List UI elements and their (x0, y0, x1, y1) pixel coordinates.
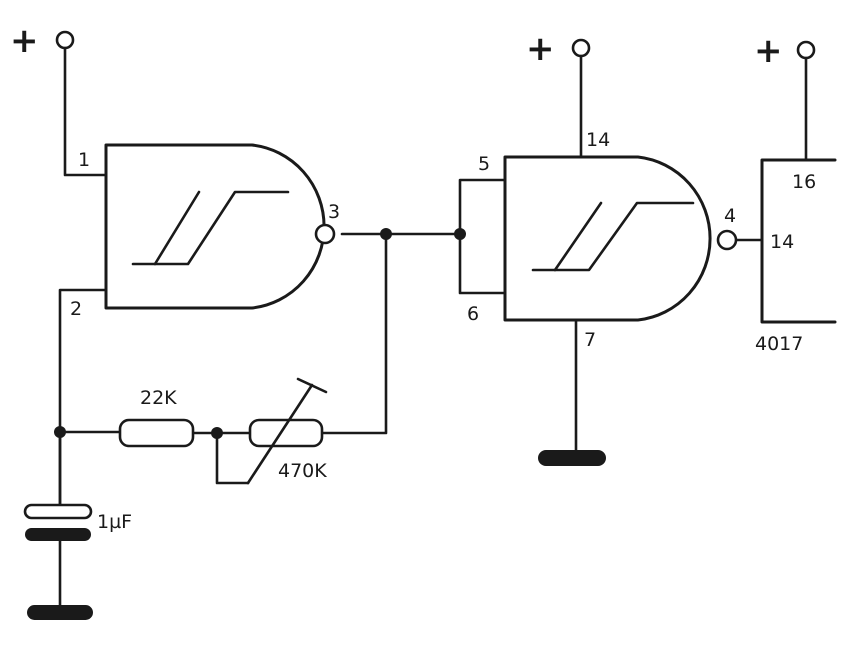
resistor-body (248, 418, 324, 448)
potentiometer-470k: 470K (246, 377, 328, 485)
pin-label: 7 (584, 329, 596, 351)
junction-dots (54, 228, 466, 439)
plus-sign: + (754, 31, 783, 71)
plus-sign: + (526, 29, 555, 69)
capacitor-plate (25, 528, 91, 541)
junction-dot (454, 228, 466, 240)
terminal-circle-icon (571, 38, 591, 58)
junction-dot (380, 228, 392, 240)
nand-gate-body (104, 143, 326, 310)
capacitor-plate (23, 503, 93, 520)
wires (58, 46, 808, 612)
supply-terminal-gate2: + (526, 29, 591, 69)
resistor-value: 22K (140, 387, 177, 409)
pin-label: 3 (328, 201, 340, 223)
capacitor-1uf: 1µF (23, 436, 132, 541)
pin-label: 5 (478, 153, 490, 175)
pin-label: 6 (467, 303, 479, 325)
ground-icon (27, 605, 93, 620)
inverter-bubble-icon (314, 223, 336, 245)
pin-label: 16 (792, 171, 816, 193)
supply-terminal-counter: + (754, 31, 816, 71)
counter-4017: 16 14 4017 (755, 158, 837, 355)
resistor-body (118, 418, 195, 448)
schmitt-hysteresis-icon (553, 201, 603, 272)
wiper-arrow-icon (246, 383, 314, 485)
pin-label: 2 (70, 298, 82, 320)
pin-label: 1 (78, 149, 90, 171)
junction-dot (211, 427, 223, 439)
capacitor-value: 1µF (97, 511, 132, 533)
supply-terminal-gate1: + (10, 21, 75, 61)
schmitt-hysteresis-icon (153, 190, 201, 266)
plus-sign: + (10, 21, 39, 61)
schmitt-hysteresis-icon (531, 201, 695, 272)
schmitt-hysteresis-icon (131, 190, 290, 266)
pin-label: 14 (770, 231, 794, 253)
terminal-circle-icon (55, 30, 75, 50)
terminal-circle-icon (796, 40, 816, 60)
wiper-arrow-icon (296, 377, 328, 394)
gate2-nand-schmitt: 5 6 4 14 7 (467, 129, 738, 351)
gate1-nand-schmitt: 1 2 3 (70, 143, 340, 320)
resistor-22k: 22K (118, 387, 195, 448)
nand-gate-body (503, 155, 712, 322)
junction-dot (54, 426, 66, 438)
pin-label: 14 (586, 129, 610, 151)
counter-name: 4017 (755, 333, 803, 355)
counter-body (760, 158, 837, 324)
resistor-value: 470K (278, 460, 327, 482)
pin-label: 4 (724, 205, 736, 227)
inverter-bubble-icon (716, 229, 738, 251)
ground-icon (538, 450, 606, 466)
